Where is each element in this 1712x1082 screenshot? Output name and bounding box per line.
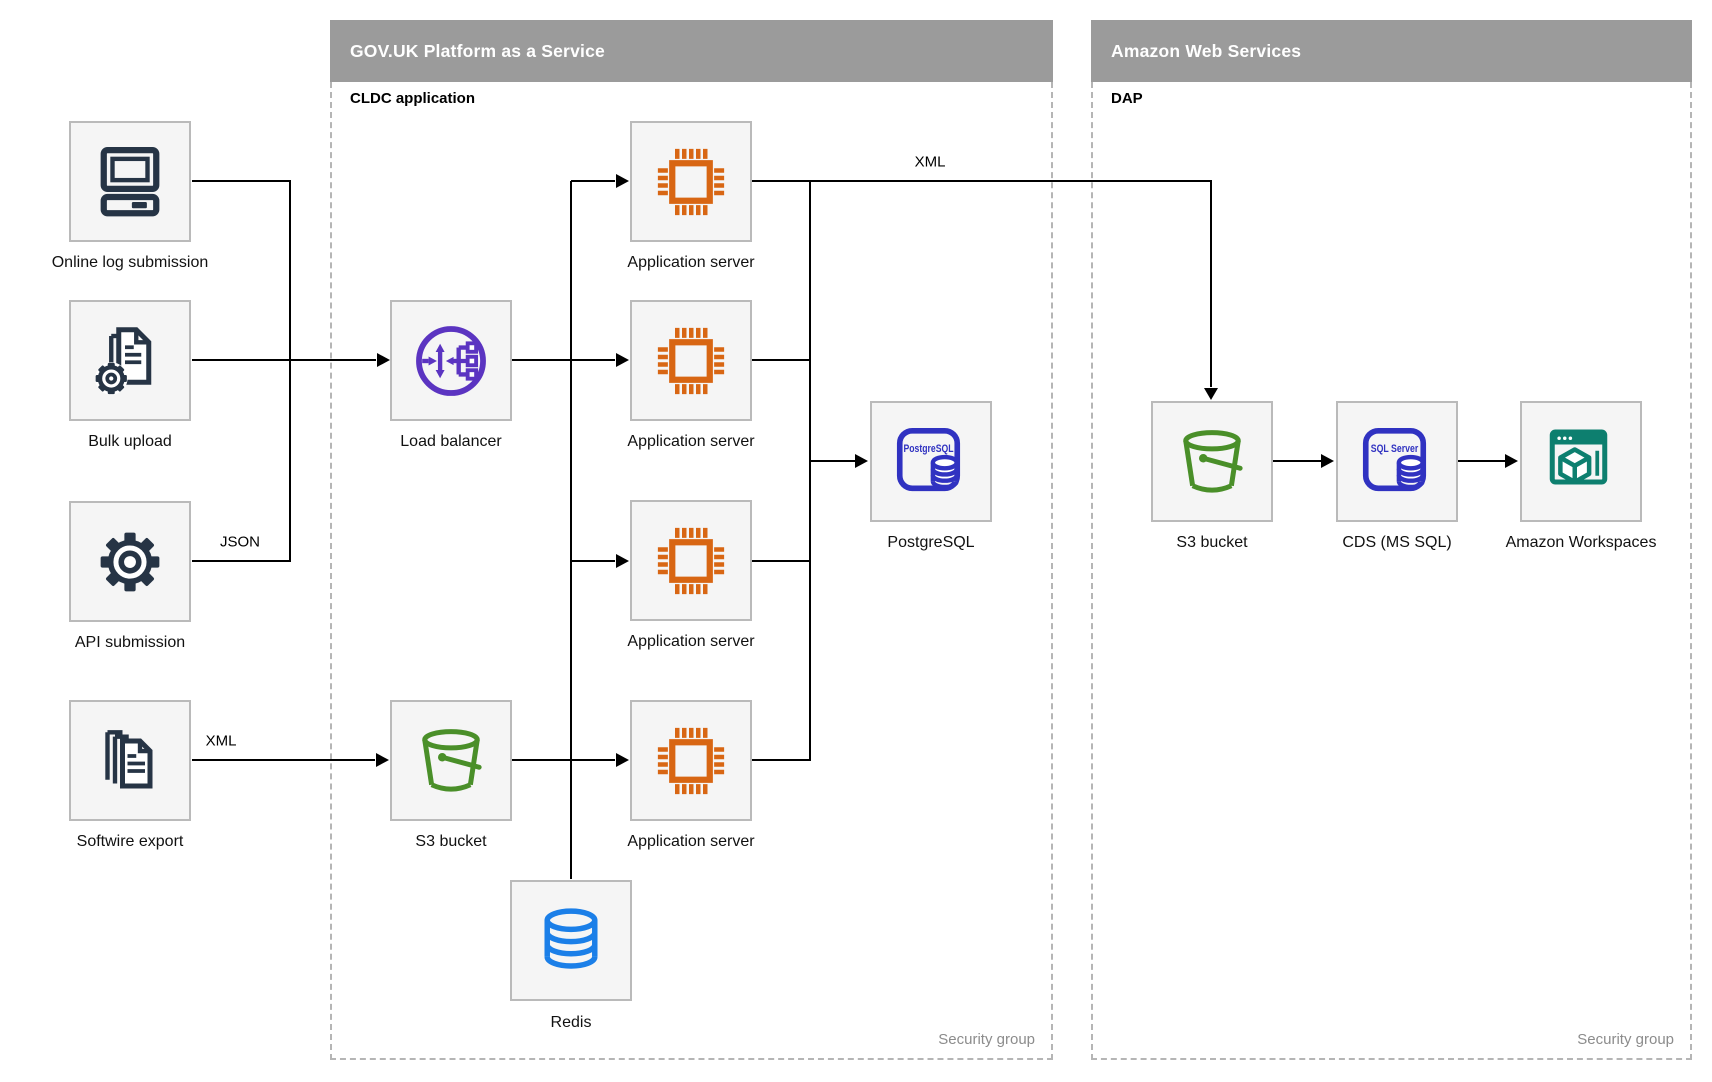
chip-icon (657, 327, 725, 394)
redis-database-icon (544, 907, 598, 969)
paas-panel-body: Security group (330, 82, 1053, 1060)
node-label-s3-bucket-paas: S3 bucket (415, 833, 487, 850)
chip-icon (657, 148, 725, 215)
edge-label-xml-left: XML (205, 732, 237, 750)
edge-label-json: JSON (219, 533, 261, 551)
node-cds: SQL Server (1336, 401, 1458, 522)
node-label-api-submission: API submission (74, 634, 186, 651)
desktop-icon (100, 146, 160, 216)
edge-label-xml-right: XML (914, 153, 946, 171)
node-label-cds: CDS (MS SQL) (1342, 534, 1452, 551)
document-gear-icon (95, 326, 152, 395)
node-app-server-2 (630, 300, 752, 421)
s3-bucket-icon (422, 728, 482, 792)
aws-panel-title: Amazon Web Services (1111, 40, 1302, 61)
node-label-app-server-1: Application server (627, 254, 755, 271)
node-softwire-export (69, 700, 191, 821)
node-app-server-4 (630, 700, 752, 821)
node-app-server-3 (630, 500, 752, 621)
chip-icon (657, 527, 725, 594)
node-label-load-balancer: Load balancer (400, 433, 502, 450)
aws-security-group-label: Security group (1577, 1031, 1674, 1048)
chip-icon (657, 727, 725, 794)
edge-api-submission-to-junction (192, 360, 291, 562)
paas-panel-header: GOV.UK Platform as a Service (330, 20, 1053, 82)
node-label-s3-bucket-aws: S3 bucket (1176, 534, 1248, 551)
node-redis (510, 880, 632, 1001)
node-online-log-submission (69, 121, 191, 242)
node-label-softwire-export: Softwire export (76, 833, 184, 850)
node-label-app-server-2: Application server (627, 433, 755, 450)
aws-panel-header: Amazon Web Services (1091, 20, 1692, 82)
load-balancer-icon (416, 325, 486, 396)
postgresql-icon: PostgreSQL (896, 427, 961, 491)
node-amazon-workspaces (1520, 401, 1642, 522)
node-s3-bucket-aws (1151, 401, 1273, 522)
documents-stack-icon (105, 729, 153, 788)
aws-panel-body: Security group (1091, 82, 1692, 1060)
node-s3-bucket-paas (390, 700, 512, 821)
sql-server-icon-text: SQL Server (1371, 443, 1419, 455)
node-label-online-log-submission: Online log submission (51, 254, 209, 271)
postgresql-icon-text: PostgreSQL (904, 443, 954, 455)
sql-server-icon: SQL Server (1362, 427, 1427, 491)
s3-bucket-icon (1183, 429, 1243, 493)
workspaces-icon (1549, 429, 1608, 484)
aws-panel-sublabel: DAP (1111, 90, 1143, 107)
node-label-amazon-workspaces: Amazon Workspaces (1505, 534, 1657, 551)
node-postgresql: PostgreSQL (870, 401, 992, 522)
paas-security-group-label: Security group (938, 1031, 1035, 1048)
paas-panel-sublabel: CLDC application (350, 90, 476, 107)
node-label-app-server-4: Application server (627, 833, 755, 850)
node-label-postgresql: PostgreSQL (887, 534, 975, 551)
node-label-redis: Redis (550, 1014, 592, 1031)
node-label-app-server-3: Application server (627, 633, 755, 650)
node-api-submission (69, 501, 191, 622)
node-load-balancer (390, 300, 512, 421)
paas-panel-title: GOV.UK Platform as a Service (350, 40, 605, 61)
node-bulk-upload (69, 300, 191, 421)
node-app-server-1 (630, 121, 752, 242)
node-label-bulk-upload: Bulk upload (88, 433, 172, 450)
gear-icon (100, 532, 160, 591)
